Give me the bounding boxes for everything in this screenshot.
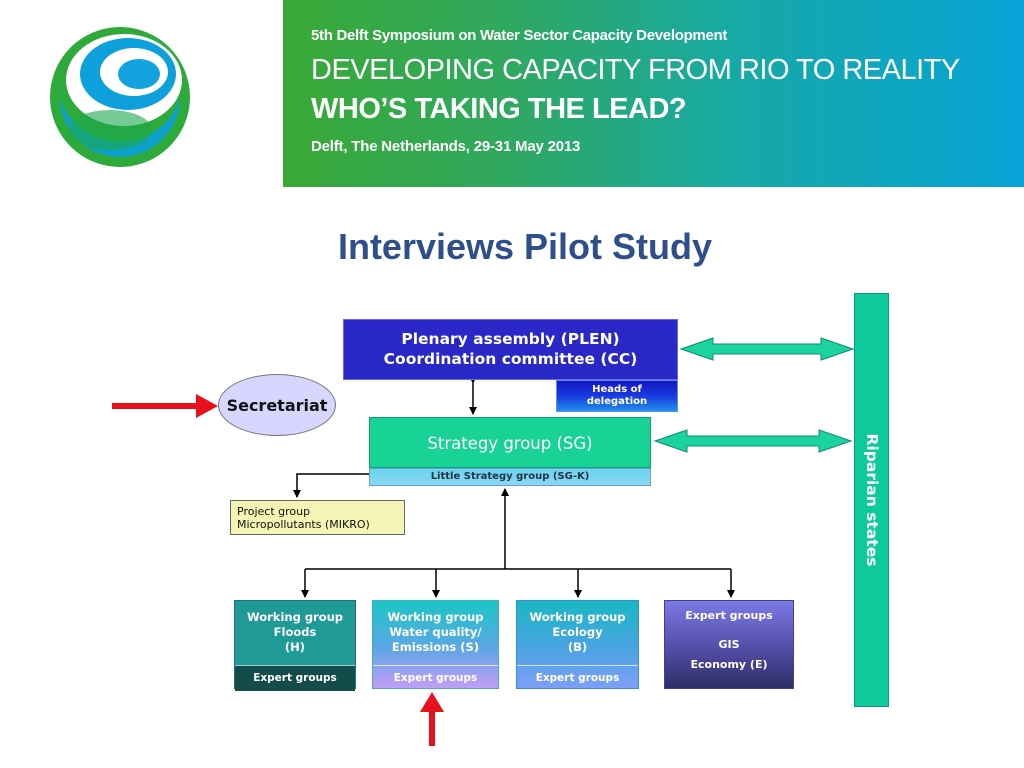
wg-ecology-expert-groups: Expert groups [517, 665, 638, 691]
wg-ecology-line-3: (B) [567, 640, 588, 654]
plenary-line-1: Plenary assembly (PLEN) [401, 330, 620, 348]
wg-floods-line-3: (H) [284, 640, 306, 654]
working-group-water-quality: Working group Water quality/ Emissions (… [372, 600, 499, 689]
secretariat-ellipse: Secretariat [218, 374, 336, 436]
wg-ecology-line-1: Working group [529, 610, 626, 624]
working-group-ecology: Working group Ecology (B) Expert groups [516, 600, 639, 689]
expert-groups-economy: Economy (E) [690, 658, 768, 671]
project-group-box: Project group Micropollutants (MIKRO) [230, 500, 405, 535]
expert-groups-box: Expert groups GIS Economy (E) [664, 600, 794, 689]
heads-of-delegation-box: Heads of delegation [556, 380, 678, 412]
expert-groups-title: Expert groups [685, 609, 773, 622]
wg-floods-expert-groups: Expert groups [235, 665, 355, 691]
wg-water-line-3: Emissions (S) [391, 640, 480, 654]
symposium-logo [50, 27, 190, 167]
heads-line-1: Heads of [592, 384, 642, 395]
wg-ecology-line-2: Ecology [552, 625, 603, 639]
wg-water-expert-groups: Expert groups [373, 665, 498, 691]
wg-water-line-1: Working group [387, 610, 484, 624]
working-group-floods: Working group Floods (H) Expert groups [234, 600, 356, 691]
slide-title: Interviews Pilot Study [337, 226, 713, 267]
project-line-2: Micropollutants (MIKRO) [237, 518, 370, 531]
wg-floods-line-2: Floods [273, 625, 317, 639]
symposium-banner: 5th Delft Symposium on Water Sector Capa… [283, 0, 1024, 187]
strategy-group-box: Strategy group (SG) [369, 417, 651, 468]
wg-floods-line-1: Working group [246, 610, 344, 624]
project-line-1: Project group [237, 505, 311, 518]
plen-riparian-double-arrow [679, 337, 855, 361]
little-strategy-group-box: Little Strategy group (SG-K) [369, 468, 651, 486]
red-arrow-icon [112, 394, 218, 418]
banner-line-1: 5th Delft Symposium on Water Sector Capa… [311, 27, 728, 44]
banner-line-2: DEVELOPING CAPACITY FROM RIO TO REALITY [311, 54, 960, 86]
strategy-project-connector [293, 473, 369, 498]
red-arrow-icon [420, 692, 444, 746]
wg-water-line-2: Water quality/ [389, 625, 482, 639]
plenary-line-2: Coordination committee (CC) [383, 350, 638, 368]
riparian-states-bar: Riparian states [854, 293, 889, 707]
banner-line-3: WHO’S TAKING THE LEAD? [311, 93, 687, 125]
strategy-riparian-double-arrow [653, 429, 853, 453]
plenary-assembly-box: Plenary assembly (PLEN) Coordination com… [343, 319, 678, 380]
heads-line-2: delegation [586, 396, 648, 407]
riparian-states-label: Riparian states [862, 433, 881, 567]
banner-line-4: Delft, The Netherlands, 29-31 May 2013 [311, 138, 581, 155]
expert-groups-gis: GIS [718, 638, 740, 651]
